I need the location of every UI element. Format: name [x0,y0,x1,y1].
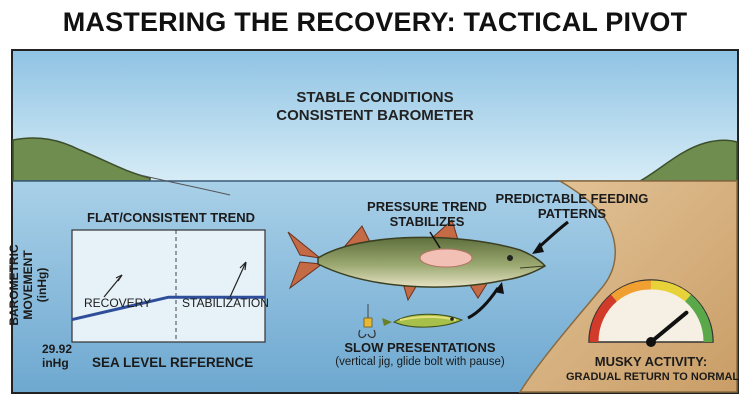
trend-chart-panel [71,229,266,343]
lures-subtitle: (vertical jig, glide bolt with pause) [335,356,505,368]
pressure-highlight [419,248,473,268]
feeding-line-1: PREDICTABLE FEEDING [495,191,649,206]
gauge-yellow-zone [650,280,691,302]
y-axis-label: BAROMETRIC MOVEMENT (inHg) [7,210,49,360]
page-title: MASTERING THE RECOVERY: TACTICAL PIVOT [62,7,688,37]
sky-line-2: CONSISTENT BAROMETER [276,107,474,124]
gauge-hub [646,337,656,347]
feeding-arrowhead [532,242,544,254]
left-hill [12,137,151,182]
trend-chart-plot [71,295,265,322]
gauge-label-line-1: MUSKY ACTIVITY: [594,354,708,369]
pressure-arrow [429,231,441,249]
jig-lure [358,304,376,339]
fish-mouth [519,265,546,269]
phase-recovery-label: RECOVERY [84,296,152,310]
recovery-arrowhead [115,274,123,282]
lures-title: SLOW PRESENTATIONS [344,340,496,355]
pressure-trend-line-2: STABILIZES [389,214,465,229]
gauge-label-line-2: GRADUAL RETURN TO NORMAL [566,371,740,383]
musky-fish [287,219,547,302]
activity-gauge [588,279,714,347]
tail-fin-top [287,231,322,259]
gauge-orange-zone [611,280,652,302]
trend-line-series-0 [71,295,265,322]
glide-bait-lure [382,313,464,328]
baseline-value: 29.92 [42,342,73,356]
y-axis-label-line-2: (inHg) [34,267,49,303]
lure-arrowhead [494,282,504,294]
chart-heading: FLAT/CONSISTENT TREND [87,210,256,225]
phase-stabilization-label: STABILIZATION [182,296,269,310]
pressure-trend-line-1: PRESSURE TREND [367,199,487,214]
gauge-red-zone [589,294,618,343]
x-axis-label: SEA LEVEL REFERENCE [92,355,254,370]
fish-eye [507,255,513,261]
gauge-needle [649,310,689,344]
stabilization-callout-arrow [229,261,247,298]
tail-fin-bottom [288,261,324,290]
feeding-line-2: PATTERNS [537,206,607,221]
sky [13,51,737,181]
baseline-unit: inHg [42,356,69,370]
sky-line-1: STABLE CONDITIONS [296,89,454,106]
gauge-green-zone [684,294,713,343]
fishing-line [139,174,231,196]
right-hill [639,139,738,182]
y-axis-label-line-1: BAROMETRIC MOVEMENT [7,244,35,326]
stabilization-arrowhead [239,261,247,271]
